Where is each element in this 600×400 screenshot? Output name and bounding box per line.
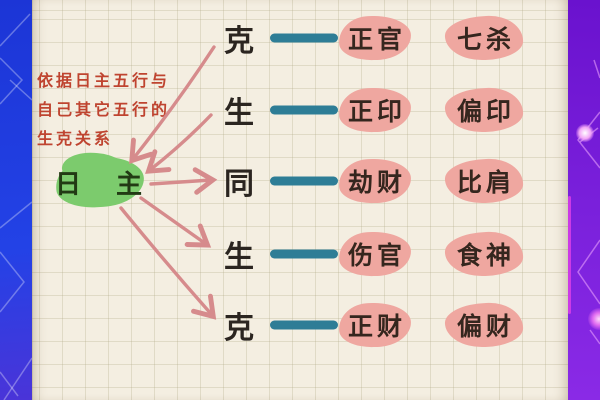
relation-label: 同	[224, 167, 254, 202]
ten-god-secondary-label: 比肩	[456, 168, 515, 198]
ten-god-primary-label: 伤官	[347, 241, 406, 271]
ten-god-primary-label: 劫财	[347, 168, 406, 198]
constellation-pattern-left	[0, 13, 32, 400]
ten-god-secondary-label: 七杀	[456, 25, 515, 55]
relation-label: 克	[224, 311, 254, 346]
annotation-line: 依据日主五行与	[37, 71, 171, 90]
teal-connector-line	[270, 33, 338, 43]
ten-god-secondary-label: 偏财	[456, 312, 515, 342]
right-purple-strip	[568, 0, 600, 400]
ten-god-primary-label: 正财	[347, 312, 406, 342]
day-master-node: 日 主	[55, 157, 144, 207]
magenta-accent-line	[568, 196, 571, 314]
ten-god-primary: 正印	[338, 87, 412, 133]
ten-god-primary: 正财	[338, 302, 412, 348]
relation-label: 克	[224, 24, 254, 59]
arrow-ke-in	[129, 45, 216, 164]
teal-connector-line	[270, 105, 338, 115]
teal-connector-line	[270, 320, 338, 330]
teal-connector-line	[270, 249, 338, 259]
ten-god-primary: 劫财	[338, 158, 412, 204]
ten-god-secondary: 偏财	[444, 301, 524, 349]
ten-god-primary-label: 正印	[347, 97, 406, 127]
ten-god-secondary-label: 偏印	[456, 97, 515, 127]
glow-dot	[576, 124, 594, 142]
ten-god-primary: 正官	[338, 15, 412, 61]
arrow-sheng-out	[139, 196, 212, 248]
ten-god-secondary: 七杀	[444, 14, 524, 62]
relation-label: 生	[224, 96, 254, 131]
ten-god-secondary: 食神	[444, 230, 524, 278]
ten-god-secondary-label: 食神	[456, 241, 515, 271]
relation-label: 生	[224, 240, 254, 275]
ten-god-secondary: 比肩	[444, 157, 524, 205]
annotation-note: 依据日主五行与 自己其它五行的 生克关系	[37, 66, 187, 153]
ten-god-primary-label: 正官	[347, 25, 406, 55]
arrow-sheng-in	[145, 113, 213, 174]
ten-god-secondary: 偏印	[444, 86, 524, 134]
annotation-line: 生克关系	[37, 129, 114, 148]
day-master-label: 日 主	[54, 169, 156, 200]
glow-dot	[588, 308, 600, 330]
teal-connector-line	[270, 176, 338, 186]
left-blue-strip	[0, 0, 32, 400]
arrow-ke-out	[119, 206, 217, 320]
ten-god-primary: 伤官	[338, 231, 412, 277]
arrow-tong-out	[149, 167, 218, 195]
annotation-line: 自己其它五行的	[37, 100, 171, 119]
